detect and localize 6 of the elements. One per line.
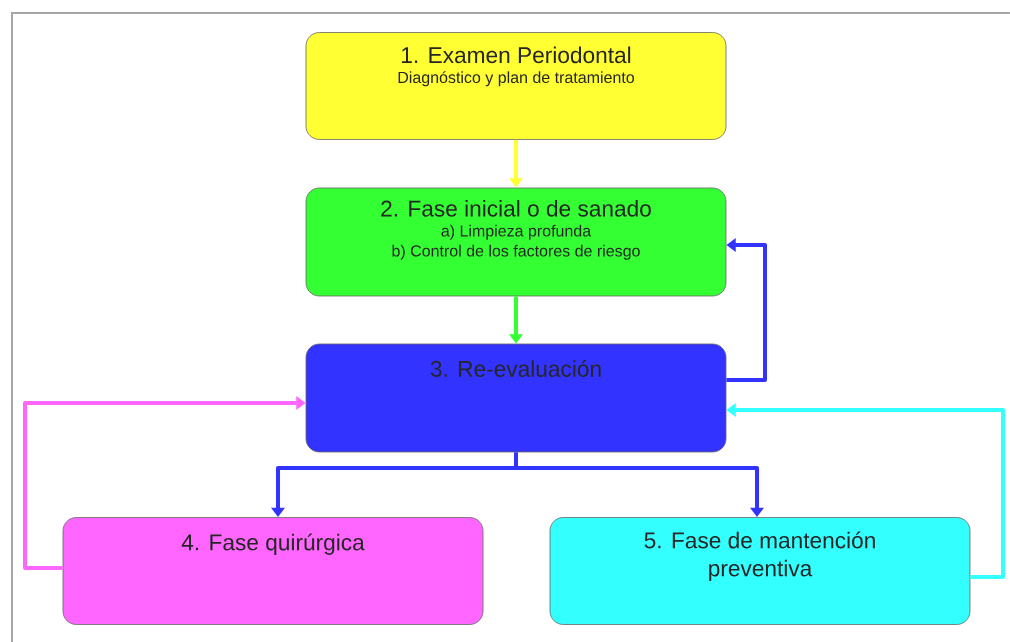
process-box: 4. Fase quirúrgica xyxy=(62,517,484,625)
process-box: 1. Examen Periodontal Diagnóstico y plan de tratamiento xyxy=(305,32,727,140)
process-box: 5. Fase de mantención preventiva xyxy=(549,517,971,625)
process-box: 3. Re-evaluación xyxy=(305,343,727,453)
process-box: 2. Fase inicial o de sanado a) Limpieza profunda b) Control de los factores de riesgo xyxy=(305,187,727,297)
arrow xyxy=(514,452,764,517)
